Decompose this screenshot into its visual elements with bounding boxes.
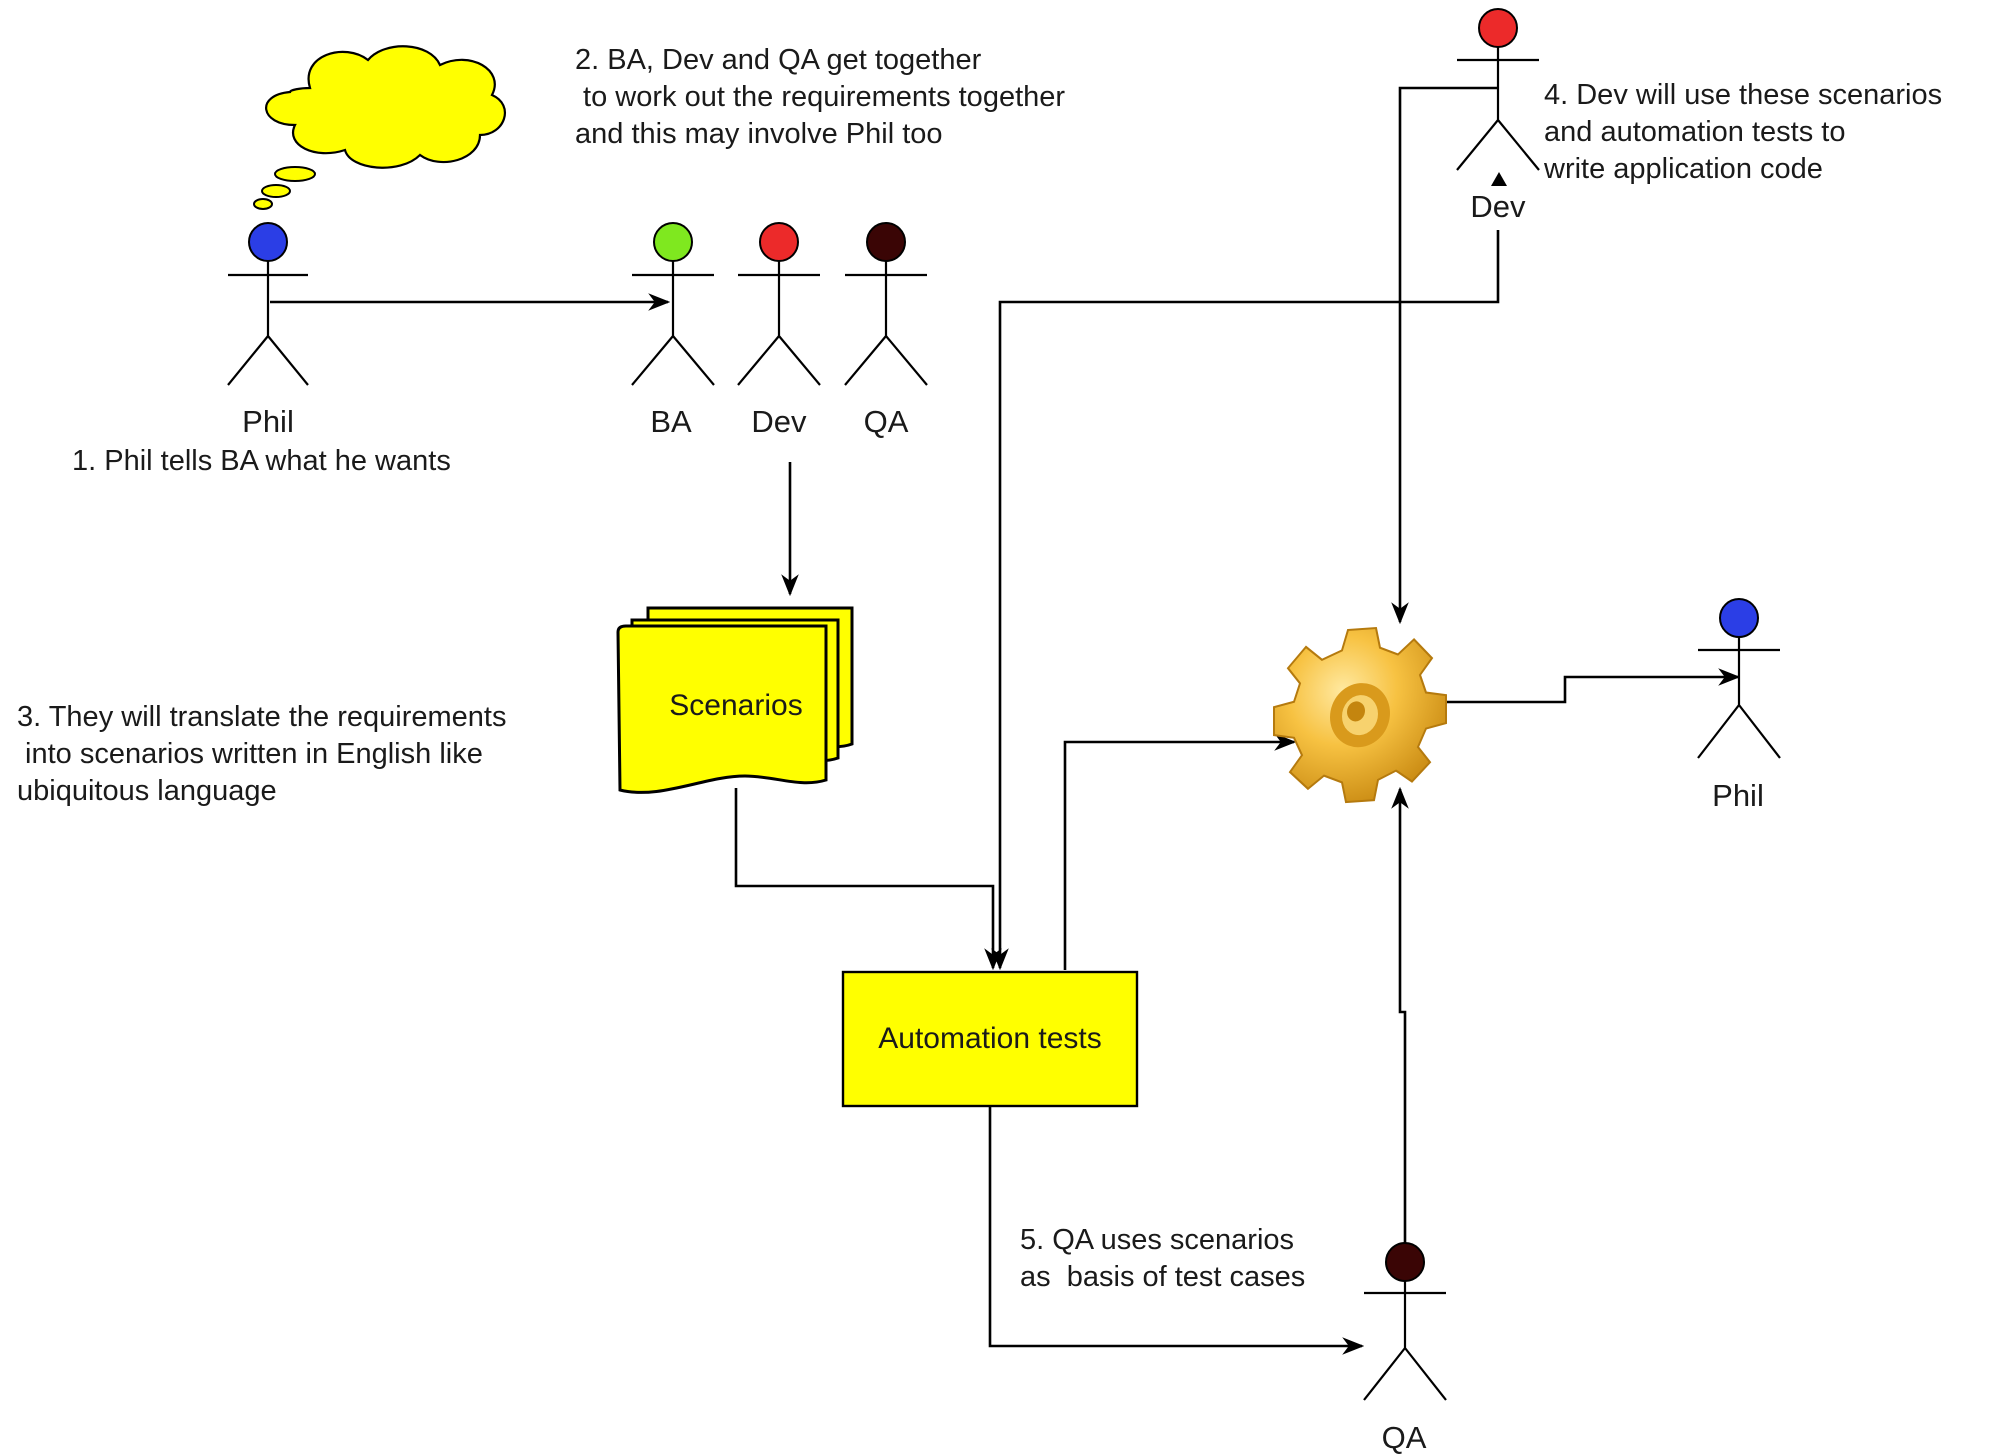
note-step2-line3: and this may involve Phil too [575, 118, 943, 150]
thought-cloud-icon [253, 45, 507, 210]
actor-phil-head [248, 222, 288, 262]
actor-phil-label: Phil [242, 404, 294, 439]
edge-automation-to-gear [1063, 733, 1297, 970]
note-step4-line3: write application code [1543, 153, 1823, 185]
actor-qa-label: QA [864, 404, 909, 439]
actor-ba: BA [631, 222, 715, 439]
actor-qa-bottom: QA [1363, 1242, 1447, 1455]
note-step4-line2: and automation tests to [1544, 116, 1845, 148]
note-step5-line1: 5. QA uses scenarios [1020, 1224, 1294, 1256]
actor-dev: Dev [737, 222, 821, 439]
gear-icon [1273, 626, 1447, 804]
edge-dev-to-gear [1391, 86, 1498, 625]
note-step4-line1: 4. Dev will use these scenarios [1544, 79, 1942, 111]
edge-dev-to-automation [991, 230, 1500, 971]
edge-qa-to-gear [1391, 786, 1409, 1246]
scenarios-document-stack[interactable]: Scenarios [616, 606, 854, 794]
note-step3-line3: ubiquitous language [17, 775, 277, 807]
note-step4: 4. Dev will use these scenarios and auto… [1543, 79, 1942, 185]
actor-phil-right-label: Phil [1712, 778, 1764, 813]
edge-automation-to-qa [988, 1106, 1365, 1355]
actor-dev-top-label: Dev [1470, 189, 1526, 224]
actor-dev-head [759, 222, 799, 262]
note-step1: 1. Phil tells BA what he wants [72, 445, 451, 477]
actor-qa-head [866, 222, 906, 262]
actor-phil-right: Phil [1697, 598, 1781, 813]
note-step1-line1: 1. Phil tells BA what he wants [72, 445, 451, 477]
note-step3-line1: 3. They will translate the requirements [17, 701, 506, 733]
actor-qa: QA [844, 222, 928, 439]
actor-ba-head [653, 222, 693, 262]
small-arrow-icon [1491, 172, 1507, 186]
actor-phil: Phil [227, 222, 309, 439]
actor-dev-top: Dev [1456, 8, 1540, 224]
note-step3-line2: into scenarios written in English like [17, 738, 483, 770]
actor-dev-top-head [1478, 8, 1518, 48]
actor-ba-label: BA [650, 404, 692, 439]
edge-scenarios-to-automation [734, 788, 1002, 971]
note-step2-line2: to work out the requirements together [575, 81, 1065, 113]
edge-gear-to-phil [1430, 668, 1741, 704]
automation-tests-box[interactable]: Automation tests [841, 970, 1139, 1108]
actor-qa-bottom-label: QA [1382, 1420, 1427, 1455]
note-step2-line1: 2. BA, Dev and QA get together [575, 44, 982, 76]
note-step3: 3. They will translate the requirements … [17, 701, 506, 807]
note-step5: 5. QA uses scenarios as basis of test ca… [1020, 1224, 1305, 1293]
actor-phil-right-head [1719, 598, 1759, 638]
actor-dev-label: Dev [751, 404, 807, 439]
actor-qa-bottom-head [1385, 1242, 1425, 1282]
note-step2: 2. BA, Dev and QA get together to work o… [575, 44, 1065, 150]
scenarios-label: Scenarios [669, 689, 802, 722]
note-step5-line2: as basis of test cases [1020, 1261, 1305, 1293]
automation-tests-label: Automation tests [878, 1022, 1101, 1055]
